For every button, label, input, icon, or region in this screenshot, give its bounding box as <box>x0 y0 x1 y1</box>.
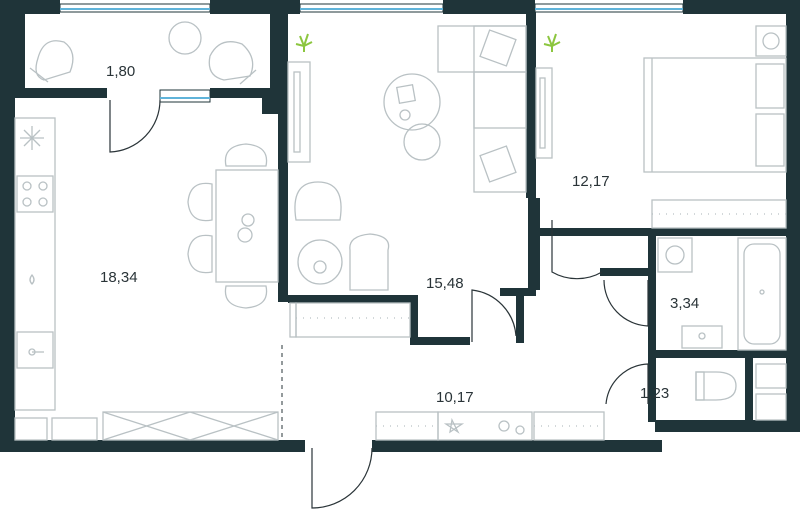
bathroom-furniture <box>657 237 787 351</box>
area-label-toilet: 1,23 <box>640 385 669 402</box>
area-labels: 1,80 18,34 15,48 12,17 3,34 10,17 1,23 <box>100 63 699 406</box>
hallway-furniture <box>375 411 605 441</box>
balcony-furniture <box>29 21 257 85</box>
living-furniture <box>287 25 527 338</box>
area-label-living: 15,48 <box>426 275 464 292</box>
area-label-bedroom: 12,17 <box>572 173 610 190</box>
plant-icon <box>295 33 561 52</box>
doors <box>109 99 649 509</box>
area-label-balcony: 1,80 <box>106 63 135 80</box>
toilet-furniture <box>695 363 787 421</box>
walls <box>0 0 800 452</box>
kitchen-furniture <box>14 117 279 441</box>
area-label-bathroom: 3,34 <box>670 295 699 312</box>
windows <box>59 3 684 103</box>
area-label-hallway: 10,17 <box>436 389 474 406</box>
area-label-kitchen: 18,34 <box>100 269 138 286</box>
bedroom-furniture <box>535 25 787 229</box>
